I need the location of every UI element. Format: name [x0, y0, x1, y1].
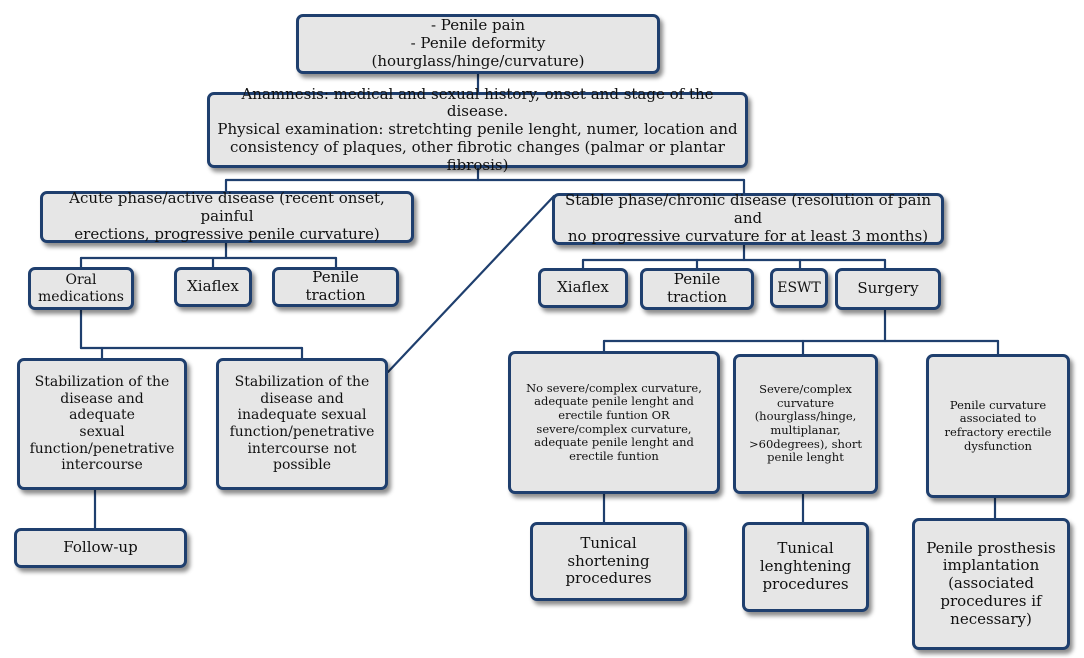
tunical-shortening-box: Tunical shortening procedures [530, 522, 687, 601]
acute-phase-box: Acute phase/active disease (recent onset… [40, 190, 414, 243]
presentation-box: - Penile pain - Penile deformity (hourgl… [296, 14, 660, 74]
oral-medications-box: Oral medications [28, 267, 134, 310]
connector-diagonal-to-stable [386, 194, 556, 374]
stabilization-adequate-box: Stabilization of the disease and adequat… [17, 358, 187, 490]
eswt-box: ESWT [770, 268, 828, 308]
evaluation-box: Anamnesis: medical and sexual history, o… [207, 85, 748, 173]
xiaflex-stable-box: Xiaflex [538, 268, 628, 308]
penile-prosthesis-box: Penile prosthesis implantation (associat… [912, 518, 1070, 650]
xiaflex-acute-box: Xiaflex [174, 267, 252, 307]
penile-traction-stable-box: Penile traction [640, 268, 754, 310]
no-severe-curvature-box: No severe/complex curvature, adequate pe… [508, 351, 720, 494]
refractory-ed-box: Penile curvature associated to refractor… [926, 354, 1070, 498]
stable-phase-box: Stable phase/chronic disease (resolution… [552, 192, 944, 245]
severe-curvature-box: Severe/complex curvature (hourglass/hing… [733, 354, 878, 494]
penile-traction-acute-box: Penile traction [272, 267, 399, 307]
follow-up-box: Follow-up [14, 528, 187, 568]
tunical-lengthening-box: Tunical lenghtening procedures [742, 522, 869, 612]
surgery-box: Surgery [835, 268, 941, 310]
stabilization-inadequate-box: Stabilization of the disease and inadequ… [216, 358, 388, 490]
